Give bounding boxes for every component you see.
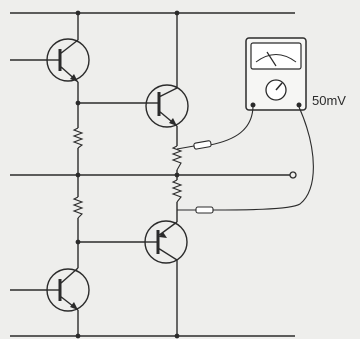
- dial-pointer: [275, 82, 283, 91]
- junction-dot: [75, 333, 81, 339]
- meter-display: [250, 42, 302, 70]
- probe-socket-right: [296, 102, 302, 108]
- junction-dot: [75, 239, 81, 245]
- junction-dot: [75, 10, 81, 16]
- resistor-left-upper: [72, 127, 84, 149]
- probe-lead-black: [211, 106, 314, 211]
- junction-dot: [174, 333, 180, 339]
- resistor-left-lower: [72, 196, 84, 219]
- voltage-reading-label: 50mV: [312, 93, 346, 108]
- output-terminal: [289, 171, 297, 179]
- probe-tip-upper: [176, 140, 212, 150]
- transistor-q3: [144, 220, 188, 264]
- junction-dot: [174, 10, 180, 16]
- transistor-q1: [46, 38, 90, 83]
- transistor-q4: [46, 267, 90, 312]
- junction-dot: [75, 100, 81, 106]
- probe-lead-red: [209, 106, 254, 146]
- meter-needle: [266, 51, 277, 67]
- resistor-right-lower: [171, 179, 183, 203]
- multimeter: [245, 37, 307, 111]
- probe-socket-left: [250, 102, 256, 108]
- probe-tip-lower: [177, 206, 214, 214]
- meter-scale-arc: [255, 54, 297, 63]
- resistor-right-upper: [171, 145, 183, 171]
- junction-dot: [174, 172, 180, 178]
- transistor-q2: [145, 84, 189, 128]
- junction-dot: [75, 172, 81, 178]
